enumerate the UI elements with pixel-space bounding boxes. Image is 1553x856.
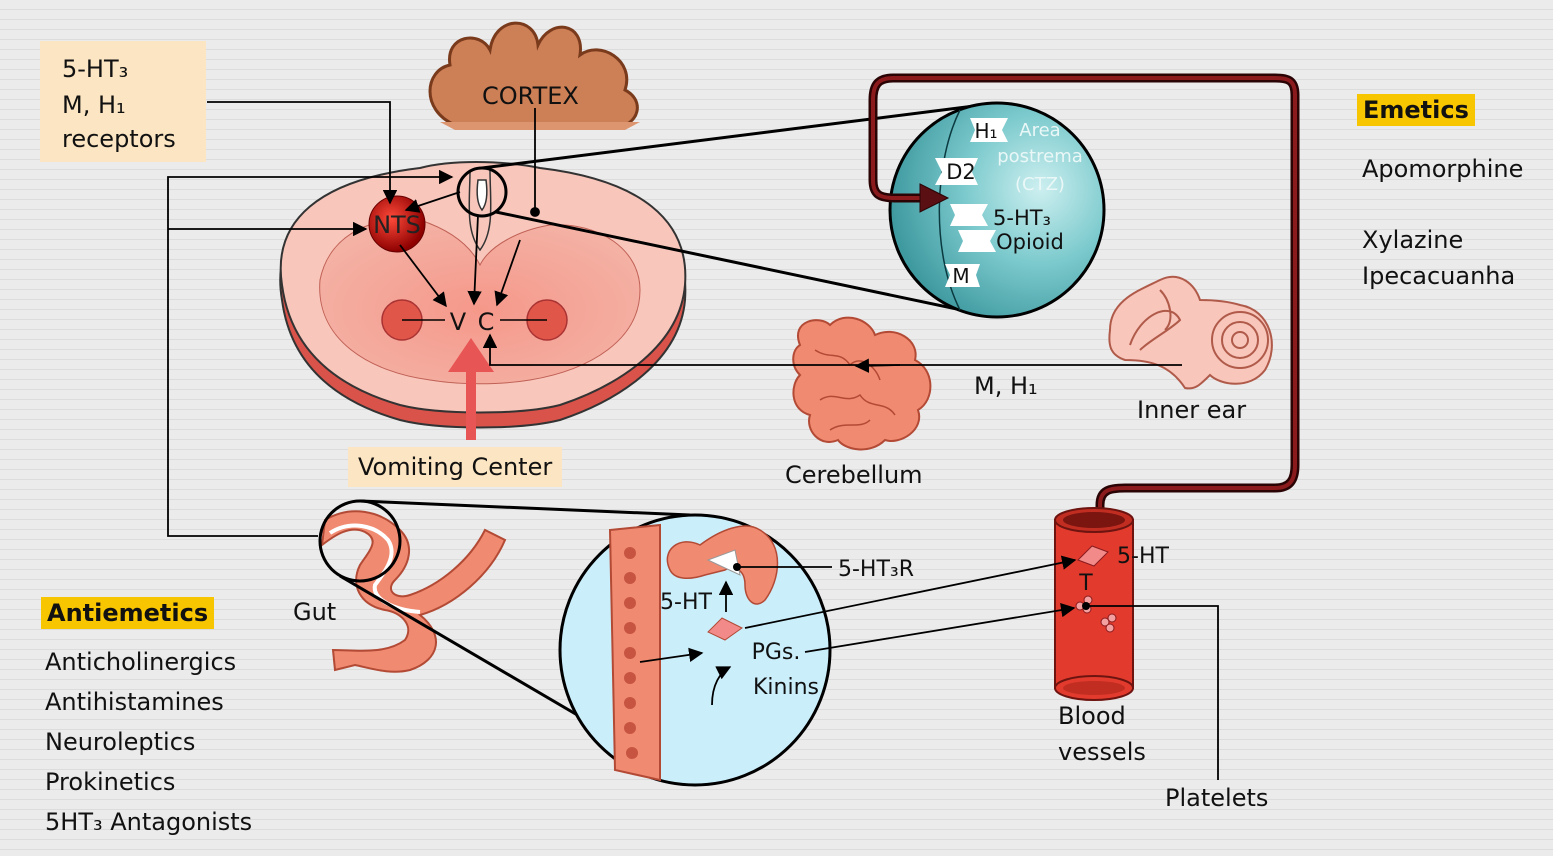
antiemetic-item: Neuroleptics: [45, 728, 196, 756]
receptor-m-icon: [945, 264, 980, 287]
antiemetic-item: Prokinetics: [45, 768, 176, 796]
antiemetic-item: Antihistamines: [45, 688, 224, 716]
emetic-item: Apomorphine: [1362, 155, 1524, 183]
cortex-illustration: [428, 21, 640, 130]
blood-t-label: T: [1078, 571, 1093, 596]
serotonin-molecule-gut: [707, 617, 743, 641]
blood-vessels-label-1: Blood: [1058, 702, 1126, 730]
inner-ear-receptors-label: M, H₁: [974, 372, 1038, 400]
inner-ear-illustration: [1108, 275, 1273, 390]
gut-label: Gut: [293, 598, 337, 626]
ctz-opioid-label: Opioid: [996, 230, 1064, 254]
blood-5ht-label: 5-HT: [1117, 544, 1169, 569]
receptors-box: 5-HT₃ M, H₁ receptors: [40, 41, 206, 162]
emetics-title: Emetics: [1357, 94, 1475, 126]
cerebellum-label: Cerebellum: [785, 461, 923, 489]
vestibular-pathway-arrow: [482, 333, 1182, 366]
vomiting-center-label: Vomiting Center: [348, 447, 563, 487]
vc-label-v: V: [450, 308, 467, 336]
receptor-5ht3-icon: [950, 204, 988, 226]
antiemetics-list: Anticholinergics Antihistamines Neurolep…: [45, 642, 252, 842]
ctz-zoom-circle: [888, 101, 1106, 319]
emetic-item: Xylazine: [1362, 226, 1464, 254]
blood-vessel-illustration: [1054, 507, 1134, 701]
gut-zoom-circle: [558, 513, 832, 787]
receptors-line-3: receptors: [62, 125, 176, 153]
ctz-m-label: M: [952, 264, 969, 288]
receptors-line-2: M, H₁: [62, 91, 126, 119]
kinins-label: Kinins: [753, 675, 819, 700]
receptors-line-1: 5-HT₃: [62, 55, 129, 83]
ctz-h1-label: H₁: [974, 119, 997, 143]
receptor-h1-icon: [970, 118, 1008, 142]
antiemetic-item: 5HT₃ Antagonists: [45, 808, 253, 836]
platelets-connector: [1086, 605, 1219, 780]
nts-label: NTS: [373, 211, 421, 239]
receptor-opioid-icon: [958, 230, 996, 252]
cortex-label: CORTEX: [482, 82, 579, 110]
gut-5ht-label: 5-HT: [660, 590, 712, 615]
area-postrema-label-2: postrema: [997, 146, 1083, 167]
cerebellum-illustration: [792, 316, 932, 451]
area-postrema-label-3: (CTZ): [1015, 174, 1065, 195]
emetic-item: Ipecacuanha: [1362, 262, 1516, 290]
emetics-list: Apomorphine Xylazine Ipecacuanha: [1362, 150, 1523, 294]
gut-illustration: [320, 510, 507, 673]
platelets-label: Platelets: [1165, 784, 1269, 812]
receptor-d2-icon: [935, 158, 978, 185]
pgs-label: PGs.: [752, 640, 801, 665]
circulation-pathway: [868, 73, 1300, 525]
ctz-5ht3-label: 5-HT₃: [993, 206, 1051, 230]
inner-ear-label: Inner ear: [1137, 396, 1247, 424]
vagal-afferent-lines: [167, 169, 454, 537]
vomiting-center-arrow: [448, 338, 494, 440]
medulla-arrows: [399, 108, 540, 308]
5ht3r-label: 5-HT₃R: [838, 557, 914, 582]
serotonin-molecule-blood: [1077, 545, 1109, 567]
antiemetics-title: Antiemetics: [41, 597, 215, 629]
antiemetic-item: Anticholinergics: [45, 648, 237, 676]
area-postrema-label-1: Area: [1019, 120, 1060, 141]
ctz-d2-label: D2: [946, 160, 976, 184]
blood-vessels-label-2: vessels: [1058, 738, 1146, 766]
vc-label-c: C: [478, 308, 495, 336]
